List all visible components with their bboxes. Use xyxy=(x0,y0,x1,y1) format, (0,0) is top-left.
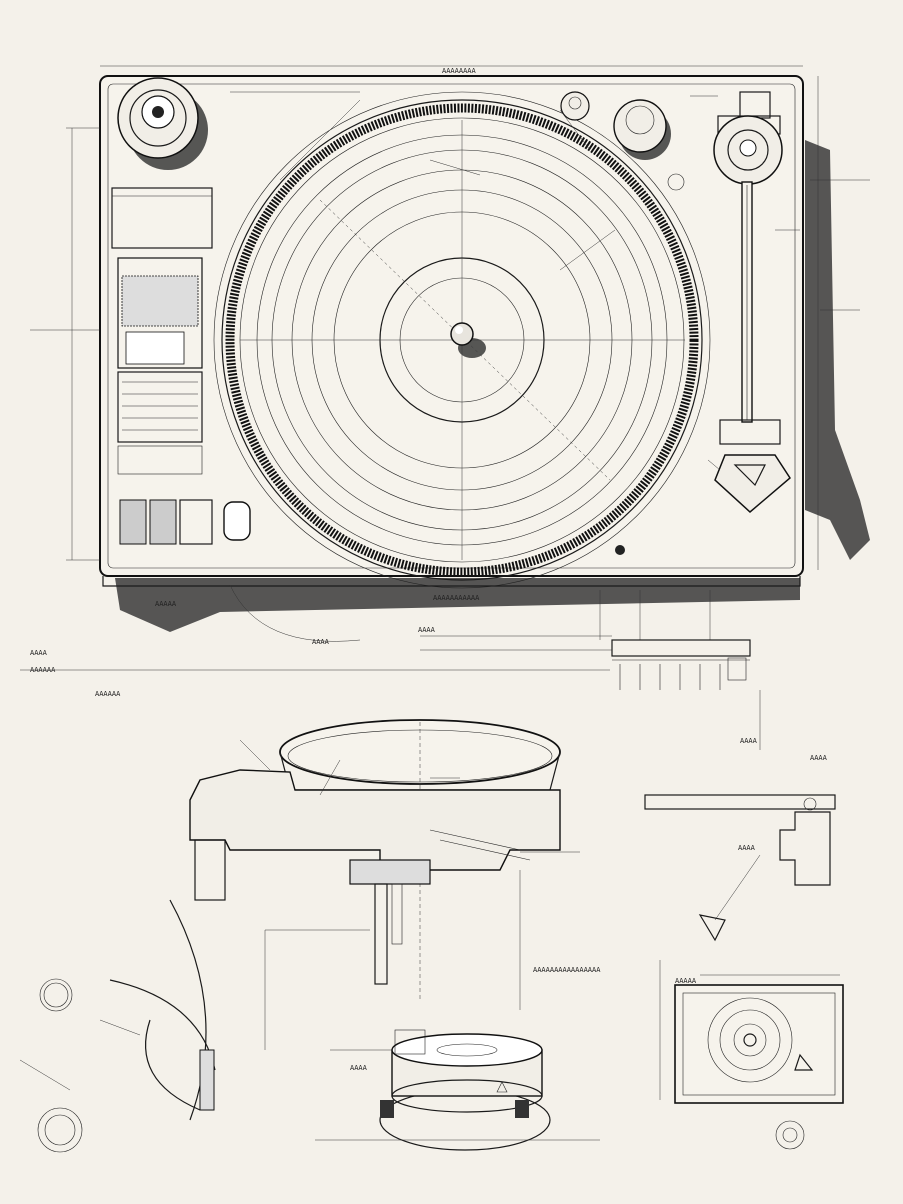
motor-assembly xyxy=(315,1029,600,1151)
right-bracket-detail xyxy=(644,794,836,942)
top-dimensions xyxy=(20,65,870,671)
turntable-top-view xyxy=(20,65,870,671)
tonearm-shadow xyxy=(805,140,870,560)
tag-3: AAAA xyxy=(418,626,436,634)
cartridge-icon xyxy=(714,454,791,513)
left-note-1: AAAA xyxy=(30,649,48,657)
small-knobs xyxy=(560,91,685,555)
tonearm-icon xyxy=(713,91,783,445)
leader-lines xyxy=(230,91,800,640)
right-motor-detail xyxy=(659,960,844,1150)
base-shadow xyxy=(115,578,800,632)
top-dimension-label: AAAAAAAA xyxy=(442,67,477,75)
base-caption: AAAAAAAAAAA xyxy=(433,594,480,602)
right-tag-1: AAAA xyxy=(740,737,758,745)
control-panel xyxy=(111,187,251,545)
side-note: AAAAAA xyxy=(95,690,121,698)
motor-label: AAAA xyxy=(350,1064,368,1072)
plinth-edge xyxy=(102,576,801,587)
knob-icon xyxy=(117,77,208,170)
right-tag-2: AAAA xyxy=(810,754,828,762)
platter-icon xyxy=(213,91,711,589)
detail-label: AAAA xyxy=(738,844,756,852)
spindle-icon xyxy=(450,322,486,358)
side-view-strip xyxy=(420,635,761,750)
left-note-2: AAAAAA xyxy=(30,666,56,674)
assembly-caption: AAAAAAAAAAAAAAAA xyxy=(533,966,601,974)
tag-2: AAAA xyxy=(312,638,330,646)
annotations: AAAAAAAA AAAAAAAAAAA AAAA AAAAAA AAAAAA … xyxy=(30,67,828,1072)
exploded-platter xyxy=(189,719,580,1050)
bottom-label: AAAAA xyxy=(675,977,697,985)
tag-1: AAAAA xyxy=(155,600,177,608)
left-arm-detail xyxy=(19,899,216,1153)
